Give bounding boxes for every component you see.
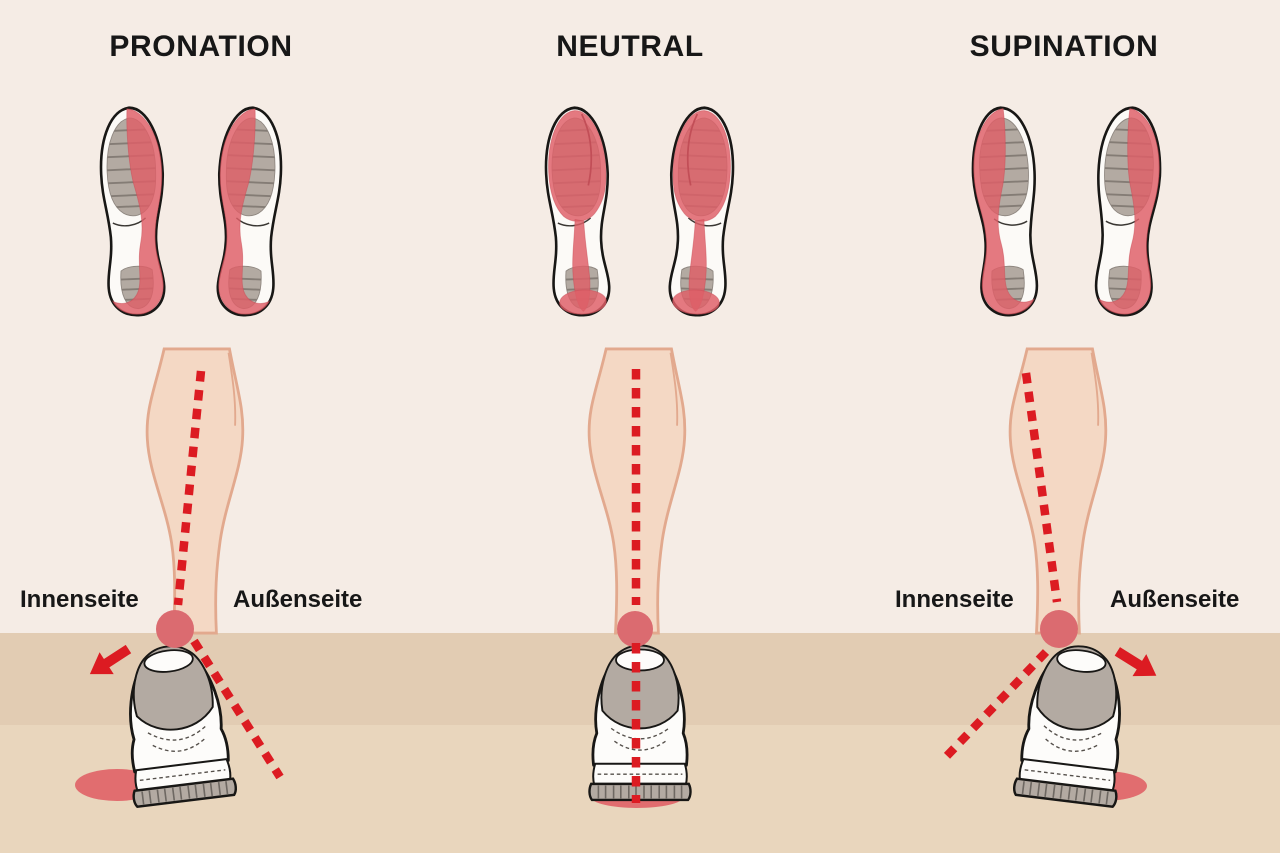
- sole-left-supination: [961, 102, 1048, 319]
- column-title-supination: SUPINATION: [969, 30, 1159, 63]
- outer-side-label-pronation: Außenseite: [233, 586, 363, 613]
- sole-right-supination: [1084, 102, 1171, 319]
- outer-side-label-supination: Außenseite: [1110, 586, 1240, 613]
- sole-left-pronation: [90, 102, 177, 319]
- sole-right-pronation: [204, 102, 291, 319]
- sole-right-neutral: [656, 102, 743, 319]
- column-title-pronation: PRONATION: [109, 30, 293, 63]
- leg-neutral: [587, 347, 687, 635]
- sole-left-neutral: [535, 102, 622, 319]
- inner-side-label-supination: Innenseite: [895, 586, 1014, 613]
- heel-shoe-neutral: [588, 644, 692, 802]
- column-title-neutral: NEUTRAL: [556, 30, 704, 63]
- heel-shoe-supination: [1011, 638, 1136, 809]
- heel-shoe-pronation: [114, 638, 239, 809]
- leg-supination: [1008, 347, 1108, 635]
- inner-side-label-pronation: Innenseite: [20, 586, 139, 613]
